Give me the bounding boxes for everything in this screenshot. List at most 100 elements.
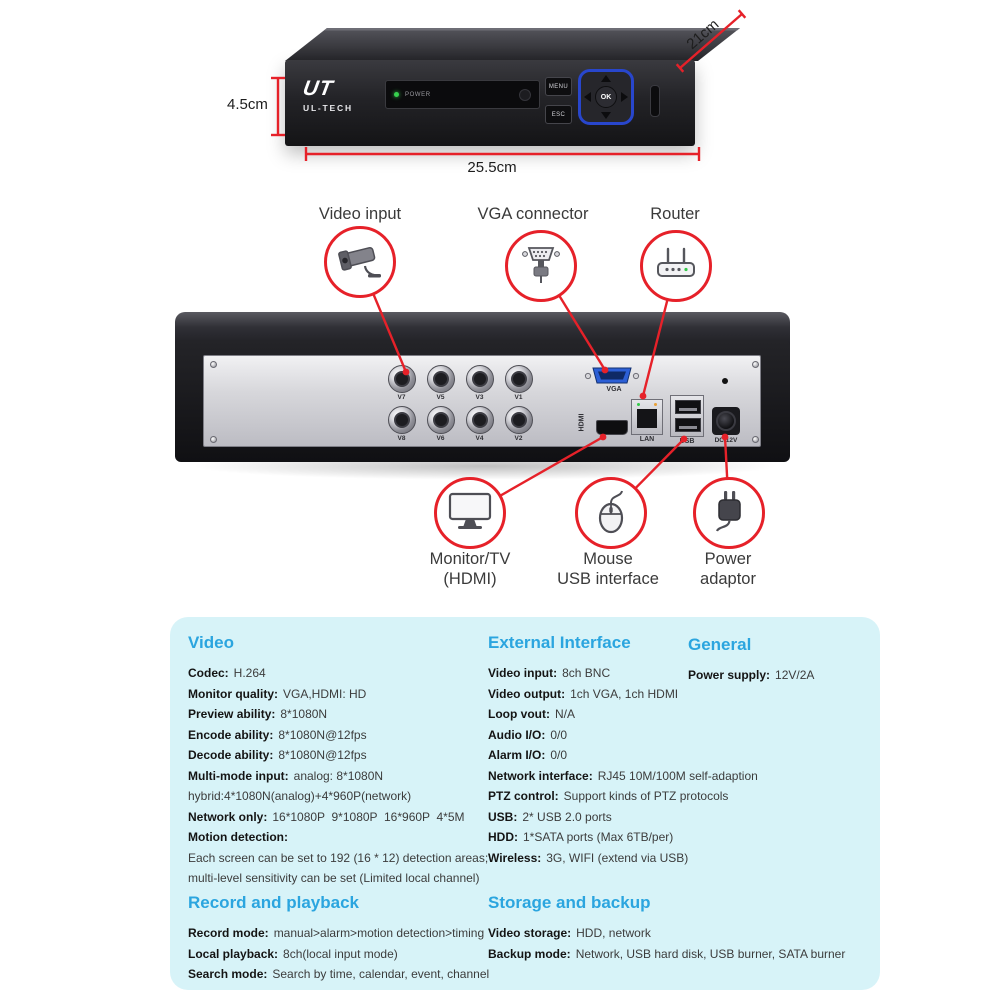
- bnc-port-label: V1: [514, 394, 523, 401]
- bnc-port-label: V5: [436, 394, 445, 401]
- lan-port-label: LAN: [639, 436, 655, 443]
- spec-value: 0/0: [550, 727, 568, 742]
- spec-label: Network only:: [188, 809, 268, 824]
- spec-value: H.264: [233, 666, 266, 680]
- dpad-control: OK: [578, 69, 634, 125]
- spec-value: 12V/2A: [775, 668, 815, 682]
- rear-connector-plate: V7 V5 V3 V1 V8 V6 V4 V2 VGA HDMI LAN USB: [203, 355, 761, 447]
- screw-icon: [210, 436, 217, 443]
- spec-row: Audio I/O: 0/0: [488, 725, 828, 746]
- callout-label-vga-connector: VGA connector: [477, 205, 589, 223]
- bnc-connector: V8: [382, 406, 421, 442]
- front-display-window: POWER: [385, 80, 540, 109]
- spec-label: USB:: [488, 809, 518, 824]
- spec-row: Each screen can be set to 192 (16 * 12) …: [188, 848, 488, 869]
- spec-label: Codec:: [188, 666, 229, 680]
- spec-label: Power supply:: [688, 668, 771, 682]
- brand-logo: UT: [301, 77, 336, 100]
- spec-section-record-playback: Record and playback Record mode:manual>a…: [188, 893, 490, 985]
- vga-port-icon: [584, 367, 640, 384]
- spec-value: 1ch VGA, 1ch HDMI: [570, 686, 679, 701]
- bnc-port-label: V6: [436, 435, 445, 442]
- bnc-port-label: V3: [475, 394, 484, 401]
- spec-label: Motion detection:: [188, 830, 288, 844]
- dc-jack-icon: [712, 407, 740, 435]
- callout-label-line: Power: [704, 550, 752, 568]
- spec-row: Monitor quality:VGA,HDMI: HD: [188, 684, 488, 705]
- spec-row: Decode ability:8*1080N@12fps: [188, 745, 488, 766]
- spec-row: PTZ control:Support kinds of PTZ protoco…: [488, 786, 828, 807]
- spec-label: Audio I/O:: [488, 727, 546, 742]
- ir-receiver-icon: [519, 88, 531, 101]
- spec-value: 8ch BNC: [562, 666, 611, 680]
- esc-button: ESC: [545, 105, 572, 124]
- menu-button: MENU: [545, 77, 572, 96]
- lan-port-icon: [631, 399, 663, 435]
- spec-panel: Video Codec:H.264 Monitor quality:VGA,HD…: [170, 617, 880, 990]
- bnc-connector: V1: [499, 365, 538, 401]
- bnc-port-icon: [465, 406, 494, 434]
- spec-label: Video storage:: [488, 926, 572, 940]
- spec-label: Multi-mode input:: [188, 768, 289, 783]
- dc-jack-label: DC 12V: [714, 437, 738, 444]
- section-title: External Interface: [488, 633, 631, 652]
- brand-block: UT UL-TECH: [301, 77, 353, 113]
- spec-value: Search by time, calendar, event, channel: [272, 967, 490, 981]
- spec-label: Local playback:: [188, 946, 279, 961]
- dimension-height: 4.5cm: [227, 96, 268, 113]
- ok-button: OK: [595, 86, 617, 108]
- lan-led-orange: [654, 403, 657, 406]
- arrow-down-icon: [601, 112, 611, 119]
- vga-port-label: VGA: [606, 386, 622, 393]
- callout-mouse: [575, 477, 647, 549]
- spec-value: multi-level sensitivity can be set (Limi…: [188, 871, 480, 885]
- bnc-port-icon: [504, 365, 533, 393]
- spec-row: Encode ability:8*1080N@12fps: [188, 725, 488, 746]
- section-title: Storage and backup: [488, 893, 651, 912]
- bnc-connector: V3: [460, 365, 499, 401]
- arrow-right-icon: [621, 92, 628, 102]
- spec-row: Power supply: 12V/2A: [688, 665, 873, 686]
- spec-row: Loop vout:N/A: [488, 704, 828, 725]
- section-title: General: [688, 635, 752, 654]
- vga-plug-icon: [519, 242, 563, 291]
- spec-value: HDD, network: [576, 926, 651, 940]
- spec-row: Video input:8ch BNC: [488, 663, 828, 684]
- spec-value: 8*1080N@12fps: [278, 748, 367, 762]
- callout-label-power-adaptor: Power adaptor: [638, 549, 818, 589]
- spec-value: 2* USB 2.0 ports: [522, 809, 612, 824]
- router-icon: [653, 245, 699, 288]
- spec-value: 3G, WIFI (extend via USB): [546, 850, 689, 865]
- power-switch-hole: [722, 378, 728, 384]
- lan-led-green: [637, 403, 640, 406]
- section-title: Record and playback: [188, 893, 360, 912]
- bnc-port-icon: [465, 365, 494, 393]
- spec-value: N/A: [554, 707, 575, 721]
- spec-row: Multi-mode input:analog: 8*1080N: [188, 766, 488, 787]
- callout-label-line: USB interface: [557, 570, 659, 588]
- spec-value: hybrid:4*1080N(analog)+4*960P(network): [188, 789, 412, 803]
- front-usb-slot: [650, 85, 660, 117]
- camera-icon: [337, 239, 383, 286]
- callout-label-line: adaptor: [700, 570, 756, 588]
- bnc-port-icon: [504, 406, 533, 434]
- spec-label: Monitor quality:: [188, 686, 278, 701]
- spec-row: Alarm I/O:0/0: [488, 745, 828, 766]
- callout-label-line: Mouse: [583, 550, 633, 568]
- spec-label: Encode ability:: [188, 727, 274, 742]
- bnc-port-label: V8: [397, 435, 406, 442]
- spec-value: 8*1080N: [280, 707, 328, 721]
- spec-label: Record mode:: [188, 926, 269, 940]
- spec-row: Codec: H.264: [188, 663, 488, 684]
- spec-row: Network interface:RJ45 10M/100M self-ada…: [488, 766, 828, 787]
- spec-value: Network, USB hard disk, USB burner, SATA…: [575, 946, 846, 961]
- arrow-left-icon: [584, 92, 591, 102]
- spec-label: Preview ability:: [188, 707, 276, 721]
- spec-row: Video output:1ch VGA, 1ch HDMI: [488, 684, 828, 705]
- callout-label-router: Router: [650, 205, 700, 223]
- bnc-connector: V5: [421, 365, 460, 401]
- power-adapter-icon: [707, 488, 751, 539]
- bnc-port-label: V7: [397, 394, 406, 401]
- bnc-connector-grid: V7 V5 V3 V1 V8 V6 V4 V2: [382, 365, 538, 442]
